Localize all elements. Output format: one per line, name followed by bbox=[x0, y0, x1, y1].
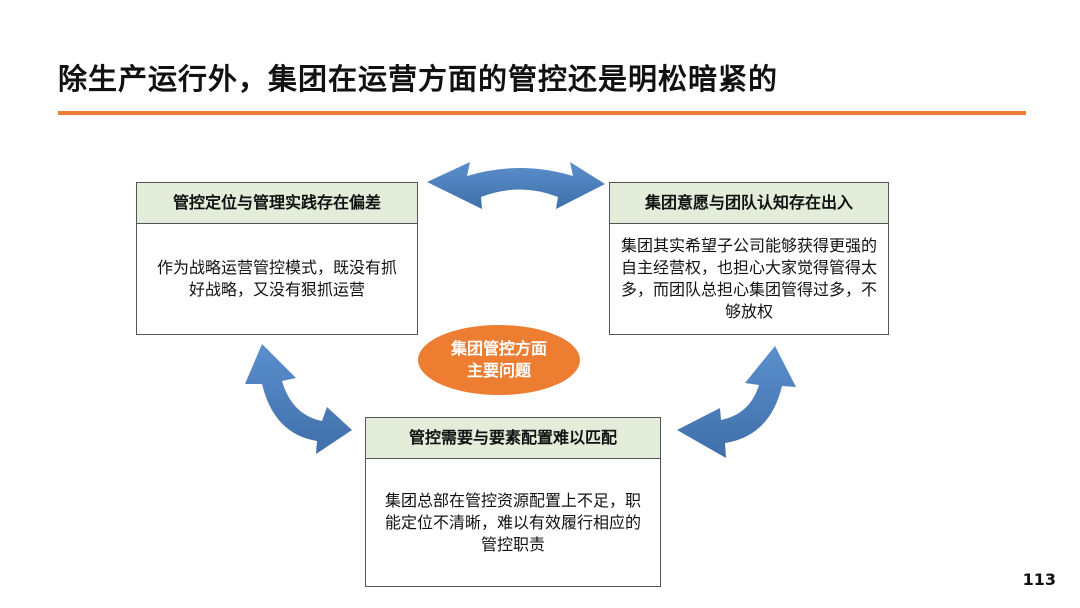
issue-box-bottom: 管控需要与要素配置难以匹配 集团总部在管控资源配置上不足，职能定位不清晰，难以有… bbox=[365, 417, 661, 587]
center-topic-ellipse: 集团管控方面 主要问题 bbox=[418, 325, 580, 395]
issue-box-right-body: 集团其实希望子公司能够获得更强的自主经营权，也担心大家觉得管得太多，而团队总担心… bbox=[620, 236, 877, 321]
issue-box-right-header: 集团意愿与团队认知存在出入 bbox=[610, 183, 888, 224]
page-number: 113 bbox=[1022, 570, 1056, 589]
issue-box-left-header: 管控定位与管理实践存在偏差 bbox=[137, 183, 417, 224]
double-arrow-top bbox=[427, 162, 605, 209]
double-arrow-left bbox=[245, 344, 352, 454]
center-topic-line2: 主要问题 bbox=[466, 361, 531, 380]
issue-box-left: 管控定位与管理实践存在偏差 作为战略运营管控模式，既没有抓好战略，又没有狠抓运营 bbox=[136, 182, 418, 335]
page-title: 除生产运行外，集团在运营方面的管控还是明松暗紧的 bbox=[58, 62, 779, 96]
issue-box-bottom-body: 集团总部在管控资源配置上不足，职能定位不清晰，难以有效履行相应的管控职责 bbox=[384, 490, 641, 554]
issue-box-right: 集团意愿与团队认知存在出入 集团其实希望子公司能够获得更强的自主经营权，也担心大… bbox=[609, 182, 889, 335]
title-underline bbox=[58, 111, 1026, 115]
issue-box-bottom-header: 管控需要与要素配置难以匹配 bbox=[366, 418, 660, 459]
issue-box-left-body: 作为战略运营管控模式，既没有抓好战略，又没有狠抓运营 bbox=[156, 258, 397, 299]
double-arrow-right bbox=[677, 346, 796, 458]
center-topic-line1: 集团管控方面 bbox=[450, 339, 547, 358]
